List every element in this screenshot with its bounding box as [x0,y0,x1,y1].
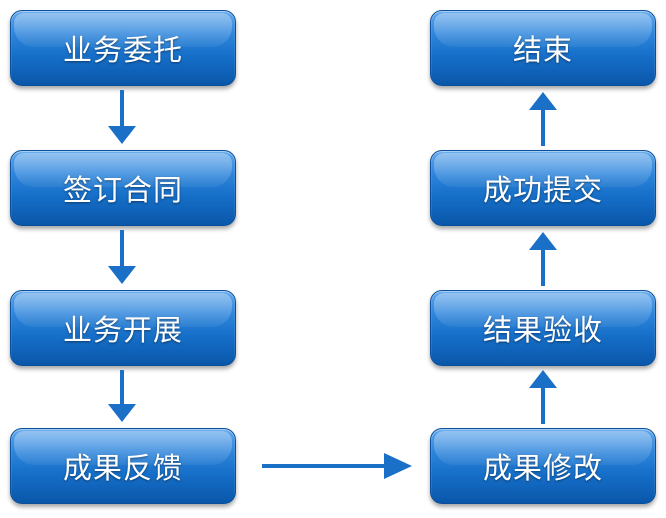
step-result-feedback: 成果反馈 [10,428,236,504]
step-result-acceptance: 结果验收 [430,290,656,366]
step-business-commission: 业务委托 [10,10,236,86]
step-end: 结束 [430,10,656,86]
arrow-down-icon [108,370,136,422]
step-sign-contract: 签订合同 [10,150,236,226]
step-label: 成果修改 [482,451,603,485]
step-business-development: 业务开展 [10,290,236,366]
arrow-up-icon [529,92,557,146]
step-label: 业务开展 [62,313,183,347]
arrow-right-icon [262,453,412,479]
arrow-up-icon [529,370,557,424]
step-label: 结束 [512,33,573,67]
step-label: 结果验收 [482,313,603,347]
step-result-modification: 成果修改 [430,428,656,504]
arrow-down-icon [108,90,136,144]
step-label: 成功提交 [482,173,603,207]
arrow-up-icon [529,232,557,286]
step-label: 成果反馈 [62,451,183,485]
step-label: 业务委托 [62,33,183,67]
step-label: 签订合同 [62,173,183,207]
arrow-down-icon [108,230,136,284]
step-successful-submission: 成功提交 [430,150,656,226]
